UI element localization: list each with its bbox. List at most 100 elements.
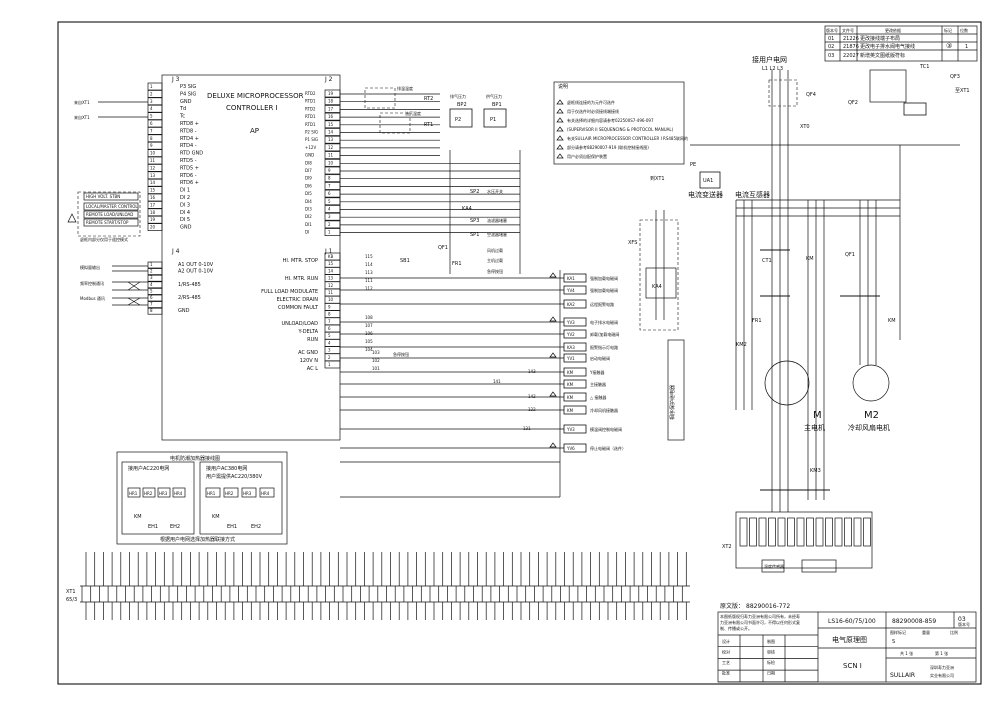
j2-pin-signal: DI7 — [305, 168, 312, 173]
j3-pin-box — [147, 134, 163, 143]
output-desc: 报警指示灯电路 — [590, 344, 618, 350]
output-warning-icon — [549, 316, 557, 322]
heater-sub1: 接用户AC220电网 — [128, 465, 169, 472]
wire-number: 115 — [365, 254, 373, 259]
j3-pin-signal: RTD GND — [180, 151, 203, 157]
fr1-relay: FR1 — [752, 318, 762, 324]
remote-dash-box — [77, 191, 141, 237]
wire-number: 108 — [365, 315, 373, 320]
j3-pin-signal: GND — [180, 99, 192, 105]
j1-pin-number: 12 — [328, 283, 334, 288]
temp2-label: 油气温度 — [405, 110, 421, 116]
tb-sheet-l2: 比例 — [950, 629, 958, 635]
j3-left-label-1: 来自XT1 — [74, 99, 90, 105]
j2-pin-signal: RTD2 — [305, 91, 316, 96]
revision-table: 版本号 文件号 更改依据 标记 位数 01 21226 更改接线端子布局 02 … — [824, 25, 978, 62]
j3-pin-signal: Td — [179, 106, 186, 112]
m-desc: 主电机 — [804, 423, 825, 432]
pe: PE — [690, 162, 696, 168]
j3-pin-box — [147, 119, 163, 128]
output-code: KA3 — [567, 345, 575, 350]
j2-pin-box — [324, 120, 341, 129]
xfs: XFS — [628, 240, 637, 246]
xt2-terminal — [834, 517, 843, 547]
rt1-label: RT1 — [424, 122, 433, 128]
qf2: QF2 — [848, 100, 858, 106]
heater-hr-box — [241, 487, 257, 498]
j3-pin-box — [147, 171, 163, 180]
j3-pin-box — [147, 186, 163, 194]
j2-pin-box — [324, 205, 341, 213]
j4-pin-box — [147, 268, 163, 275]
j4-pin-box — [147, 261, 163, 269]
j4-pin-number: 4 — [150, 282, 153, 287]
rev-r2c1: 22027 — [843, 53, 859, 59]
heater-hr-label: HR1 — [207, 491, 216, 496]
ka4-contact: KA4 — [462, 206, 472, 212]
qf1-breaker: QF1 — [845, 252, 855, 258]
p1-box: P1 — [490, 117, 496, 123]
j3-pin-signal: RTD6 + — [180, 180, 199, 186]
controller-block: J 3 J 2 DELUXE MICROPROCESSOR CONTROLLER… — [147, 74, 341, 441]
j2-pin-box — [324, 89, 341, 98]
j2-pin-box — [324, 220, 341, 229]
j3-pin-signal: DI 4 — [180, 210, 190, 216]
tb-rev-label: 版本号 — [958, 621, 970, 627]
to-xt1: 至XT1 — [955, 88, 970, 94]
j4-pin-number: 3 — [150, 275, 153, 280]
j2-pin-number: 19 — [328, 91, 334, 96]
wire-number: 102 — [372, 358, 380, 363]
rev-h4: 位数 — [960, 27, 968, 33]
rev-r2c0: 03 — [828, 53, 834, 59]
remote-2: LOCAL/MASTER CONTROL — [86, 204, 138, 209]
j2-pin-box — [324, 112, 341, 121]
j4-pin-number: 8 — [150, 308, 153, 313]
title-block: 原文版： 88290016-772 本图纸版权归寿力亚洲有限公司所有，未经寿 力… — [717, 602, 977, 683]
j2-pin-signal: DI3 — [305, 207, 312, 212]
xt2-terminal — [806, 517, 814, 547]
j2-pin-number: 7 — [328, 183, 331, 188]
j3-pin-number: 5 — [150, 114, 153, 119]
j3-pin-box — [147, 82, 163, 91]
j1-pin-number: 5 — [328, 333, 331, 338]
xt2-terminal — [796, 517, 805, 547]
sb1: SB1 — [400, 258, 410, 264]
output-warning-icon — [549, 352, 557, 358]
j3-pin-signal: RTD8 - — [180, 128, 197, 134]
qf1-desc: 风机过载 — [487, 247, 503, 253]
j2-pin-number: 16 — [328, 114, 334, 119]
tb-sheet-l0: 图样标记 — [890, 629, 906, 635]
j1-pin-box — [324, 360, 341, 369]
temp-box: 温度传感器 — [764, 563, 784, 569]
tb-logo: SULLAIR — [890, 672, 915, 679]
j2-pin-number: 2 — [328, 222, 331, 227]
tb-sign-row: 制图 — [767, 638, 775, 644]
j3-pin-number: 2 — [150, 91, 153, 96]
j3-pin-number: 8 — [150, 136, 153, 141]
j3-pin-box — [147, 141, 163, 150]
j3-pin-signal: RTD6 - — [180, 173, 197, 179]
heater-km-1: KM — [134, 514, 142, 520]
heater-hr-label: HR1 — [129, 491, 138, 496]
controller-name-1: DELUXE MICROPROCESSOR — [207, 92, 304, 100]
j4-pin-box — [147, 281, 163, 289]
j2-pin-number: 6 — [328, 191, 331, 196]
j2-pin-box — [324, 97, 341, 106]
j1-pin-number: 2 — [328, 355, 331, 360]
wire-number: 141 — [493, 379, 501, 384]
tb-sheets: 共 1 张 — [900, 650, 913, 656]
j3-pin-box — [147, 201, 163, 209]
xt2-terminal — [749, 517, 757, 547]
j1-signal-label: AC L — [307, 366, 318, 372]
qf4: QF4 — [806, 92, 816, 98]
j1-signal-label: 120V N — [300, 358, 319, 364]
rt2-label: RT2 — [424, 96, 433, 102]
j1-pin-number: 1 — [328, 362, 331, 367]
xt2-terminal — [739, 517, 748, 547]
j2-pin-signal: DI8 — [305, 160, 312, 165]
output-desc: 强制加载电磁阀 — [590, 287, 618, 293]
heater-hr-label: HR4 — [174, 491, 183, 496]
output-warning-icon — [549, 272, 557, 278]
